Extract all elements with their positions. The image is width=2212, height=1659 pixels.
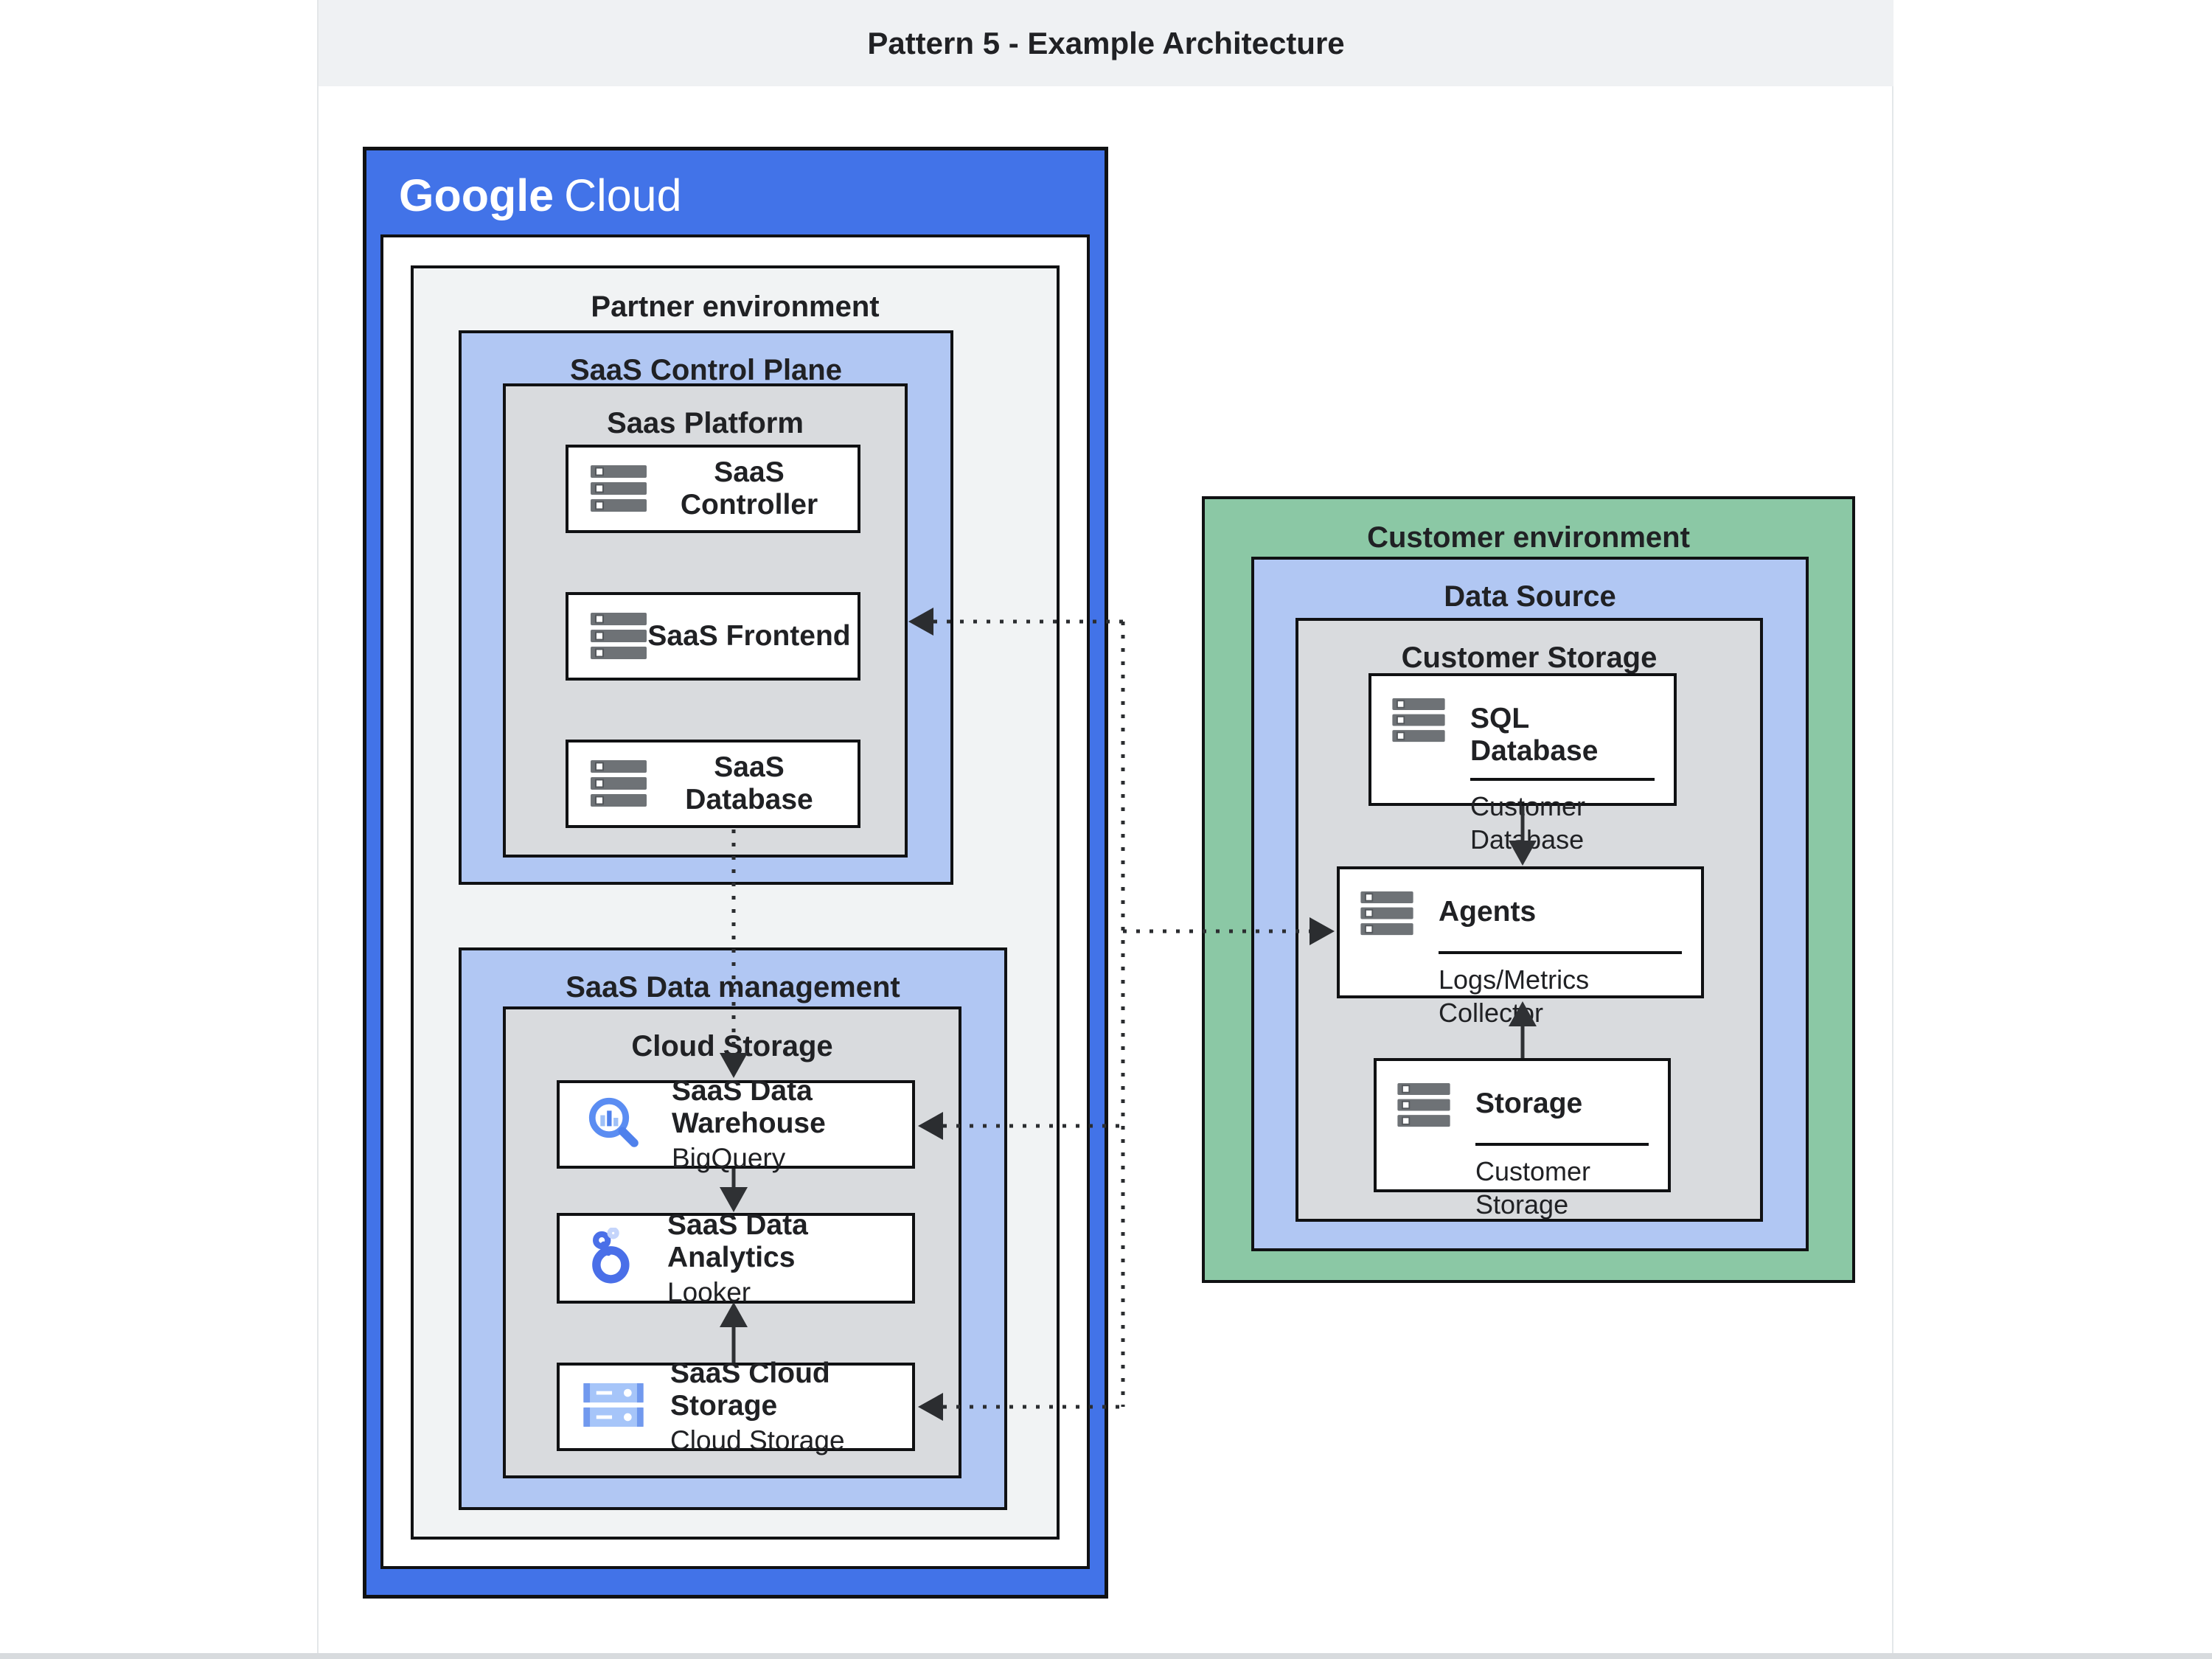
page-title: Pattern 5 - Example Architecture bbox=[867, 26, 1345, 60]
storage-title: Storage bbox=[1475, 1088, 1583, 1119]
page-right-border bbox=[1892, 0, 1893, 1659]
saas-data-warehouse-box: SaaS Data Warehouse BigQuery bbox=[557, 1075, 915, 1173]
sql-database-subtitle: Customer Database bbox=[1470, 791, 1586, 855]
saas-controller-label: SaaS Controller bbox=[680, 456, 818, 521]
customer-environment-label: Customer environment bbox=[1367, 521, 1690, 554]
server-icon bbox=[1392, 698, 1445, 746]
server-icon bbox=[591, 760, 647, 807]
server-icon bbox=[591, 465, 647, 512]
saas-control-plane-label: SaaS Control Plane bbox=[570, 354, 842, 386]
sql-database-box: SQL Database Customer Database bbox=[1368, 673, 1677, 855]
server-icon bbox=[591, 613, 647, 660]
cloud-storage-icon bbox=[583, 1382, 644, 1431]
saas-data-warehouse-subtitle: BigQuery bbox=[672, 1143, 786, 1173]
customer-storage-label: Customer Storage bbox=[1401, 641, 1658, 674]
agents-subtitle: Logs/Metrics Collector bbox=[1439, 964, 1590, 1028]
looker-icon bbox=[583, 1227, 641, 1289]
saas-data-analytics-title: SaaS Data Analytics bbox=[667, 1208, 808, 1273]
saas-database-label: SaaS Database bbox=[685, 751, 813, 815]
divider bbox=[1470, 778, 1655, 781]
saas-controller-box: SaaS Controller bbox=[566, 445, 860, 533]
saas-database-box: SaaS Database bbox=[566, 740, 860, 828]
storage-subtitle: Customer Storage bbox=[1475, 1156, 1591, 1220]
saas-data-warehouse-title: SaaS Data Warehouse bbox=[672, 1075, 826, 1139]
saas-cloud-storage-title: SaaS Cloud Storage bbox=[670, 1357, 830, 1422]
partner-environment-label: Partner environment bbox=[591, 291, 880, 323]
storage-box: Storage Customer Storage bbox=[1374, 1058, 1671, 1220]
agents-title: Agents bbox=[1439, 896, 1537, 928]
divider bbox=[1475, 1143, 1649, 1146]
saas-cloud-storage-box: SaaS Cloud Storage Cloud Storage bbox=[557, 1357, 915, 1455]
bottom-strip bbox=[0, 1653, 2212, 1659]
saas-platform-label: Saas Platform bbox=[607, 407, 804, 439]
bigquery-icon bbox=[583, 1092, 645, 1158]
server-icon bbox=[1360, 891, 1413, 939]
sql-database-title: SQL Database bbox=[1470, 703, 1599, 767]
logo-cloud: Cloud bbox=[564, 170, 682, 220]
data-source-label: Data Source bbox=[1444, 580, 1616, 613]
saas-data-management-label: SaaS Data management bbox=[566, 971, 900, 1004]
saas-frontend-box: SaaS Frontend bbox=[566, 592, 860, 681]
logo-google: Google bbox=[399, 170, 554, 220]
saas-data-analytics-subtitle: Looker bbox=[667, 1276, 751, 1307]
saas-data-analytics-box: SaaS Data Analytics Looker bbox=[557, 1209, 915, 1307]
divider bbox=[1439, 951, 1682, 954]
agents-box: Agents Logs/Metrics Collector bbox=[1337, 866, 1704, 1028]
saas-cloud-storage-subtitle: Cloud Storage bbox=[670, 1425, 845, 1455]
cloud-storage-group-label: Cloud Storage bbox=[631, 1030, 833, 1062]
title-bar: Pattern 5 - Example Architecture bbox=[319, 0, 1893, 86]
page-left-border bbox=[317, 0, 319, 1659]
server-icon bbox=[1397, 1083, 1450, 1131]
saas-frontend-label: SaaS Frontend bbox=[647, 620, 851, 652]
